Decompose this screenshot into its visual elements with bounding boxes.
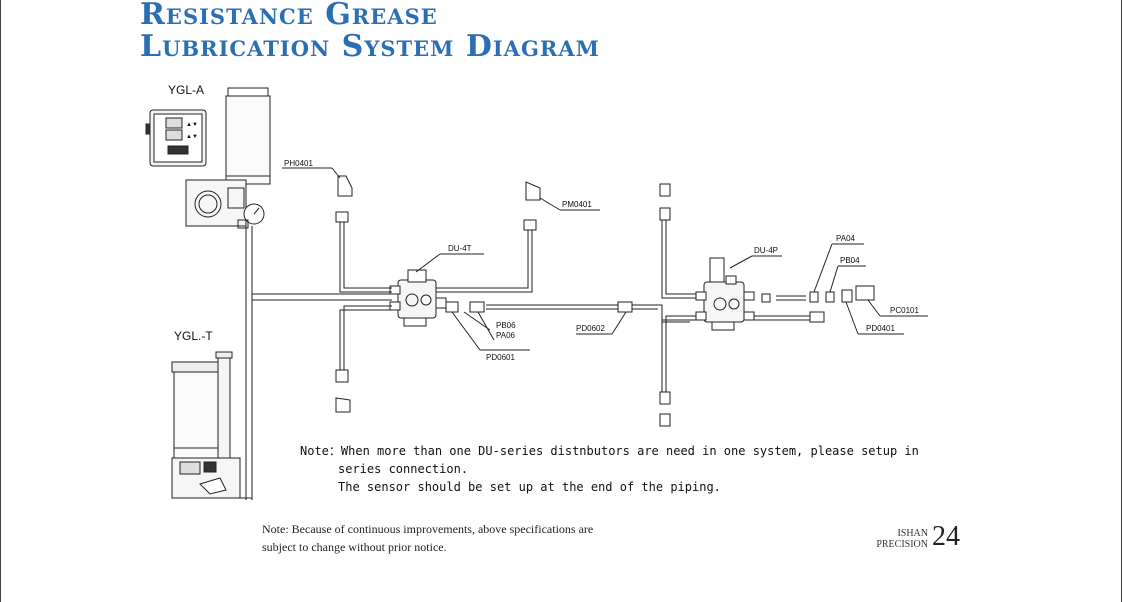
brand-line-2: PRECISION bbox=[876, 539, 928, 550]
page-title-line-1: Resistance Grease bbox=[140, 0, 438, 32]
ygl-t-pump bbox=[171, 351, 252, 499]
label-pb06: PB06 bbox=[496, 321, 516, 330]
label-ygl-a: YGL-A bbox=[168, 83, 204, 97]
label-pc0101: PC0101 bbox=[890, 306, 919, 315]
footer-notice-line-1: Note: Because of continuous improvements… bbox=[262, 522, 594, 536]
note-line-3: The sensor should be set up at the end o… bbox=[338, 480, 721, 494]
label-pa06: PA06 bbox=[496, 331, 516, 340]
footer-notice: Note: Because of continuous improvements… bbox=[262, 520, 593, 556]
footer-notice-line-2: subject to change without prior notice. bbox=[262, 540, 447, 554]
label-pd0601: PD0601 bbox=[486, 353, 515, 362]
svg-text:▲▼: ▲▼ bbox=[186, 134, 198, 140]
note-line-1: Note：When more than one DU-series distnb… bbox=[300, 444, 919, 458]
ygl-a-pump: ▲▼ ▲▼ bbox=[145, 87, 271, 229]
brand-logo-text: ISHAN PRECISION bbox=[858, 528, 928, 550]
du-4p-distributor bbox=[695, 257, 755, 331]
label-pa04: PA04 bbox=[836, 234, 856, 243]
label-du-4p: DU-4P bbox=[754, 246, 778, 255]
brand-line-1: ISHAN bbox=[897, 528, 928, 539]
label-ygl-t: YGL.-T bbox=[174, 329, 213, 343]
system-note: Note：When more than one DU-series distnb… bbox=[300, 442, 919, 496]
du-4t-distributor bbox=[389, 269, 447, 327]
label-pd0401: PD0401 bbox=[866, 324, 895, 333]
svg-text:▲▼: ▲▼ bbox=[186, 122, 198, 128]
label-ph0401: PH0401 bbox=[284, 159, 313, 168]
page-number: 24 bbox=[932, 521, 960, 552]
page-title-line-2: Lubrication System Diagram bbox=[140, 29, 600, 64]
label-pb04: PB04 bbox=[840, 256, 860, 265]
label-du-4t: DU-4T bbox=[448, 244, 472, 253]
page-border-left bbox=[0, 0, 1, 602]
label-pm0401: PM0401 bbox=[562, 200, 592, 209]
note-line-2: series connection. bbox=[338, 462, 469, 476]
label-pd0602: PD0602 bbox=[576, 324, 605, 333]
page-border-right bbox=[1121, 0, 1122, 602]
